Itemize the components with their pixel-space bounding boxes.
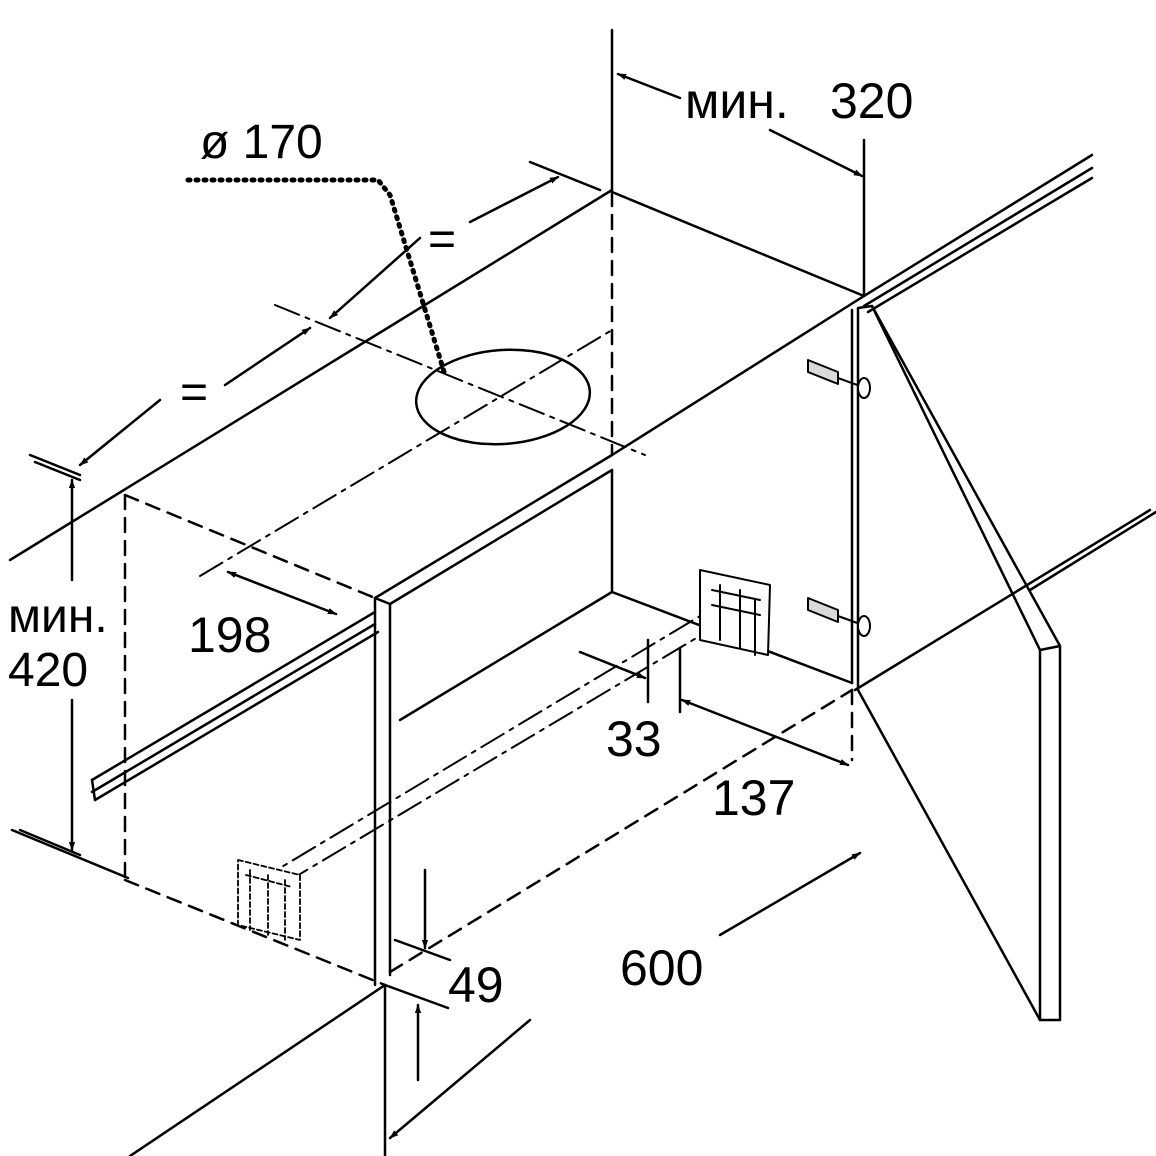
center-lines xyxy=(199,304,741,884)
label-width-600: 600 xyxy=(620,940,703,996)
hole-leader-line xyxy=(185,177,448,378)
label-min-420-value: 420 xyxy=(8,644,88,697)
dimension-labels: ø 170 мин. 320 = = мин. 420 198 33 137 4… xyxy=(8,73,913,1013)
label-offset-33: 33 xyxy=(606,711,662,767)
dim-min-320 xyxy=(616,72,864,178)
dim-equal-top xyxy=(328,160,602,320)
label-min-320-value: 320 xyxy=(830,73,913,129)
label-height-49: 49 xyxy=(448,957,504,1013)
label-offset-137: 137 xyxy=(712,770,795,826)
dim-198 xyxy=(226,570,338,616)
hinge-top-icon xyxy=(807,359,871,399)
hinge-bottom-icon xyxy=(807,597,871,637)
label-min-320-prefix: мин. xyxy=(685,73,789,129)
mounting-bracket-left-icon xyxy=(237,859,301,941)
label-equal-top: = xyxy=(428,213,456,266)
dim-49 xyxy=(383,868,452,1082)
dim-min-420 xyxy=(18,478,82,857)
cabinet-outline xyxy=(8,28,1156,1156)
dim-equal-left xyxy=(33,326,312,482)
dim-137 xyxy=(680,698,850,767)
label-hole-diameter: ø 170 xyxy=(200,116,323,169)
label-depth-198: 198 xyxy=(188,607,271,663)
mounting-bracket-right-icon xyxy=(699,569,771,656)
label-min-420-prefix: мин. xyxy=(8,590,108,643)
dim-600 xyxy=(388,851,862,1140)
dim-33 xyxy=(578,638,682,714)
duct-hole-outline xyxy=(414,348,592,446)
label-equal-left: = xyxy=(180,366,208,419)
